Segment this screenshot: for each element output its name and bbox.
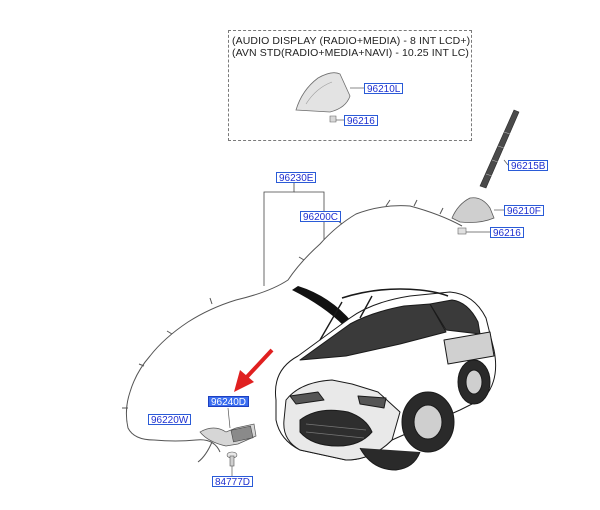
antenna-amplifier xyxy=(199,407,257,447)
part-label-96210F[interactable]: 96210F xyxy=(504,205,544,217)
leader-96230E xyxy=(263,182,325,286)
note-avn-std: (AVN STD(RADIO+MEDIA+NAVI) - 10.25 INT L… xyxy=(232,47,469,59)
part-label-96216-mid[interactable]: 96216 xyxy=(490,227,524,239)
screw-top xyxy=(329,115,344,123)
part-label-96200C[interactable]: 96200C xyxy=(300,211,342,223)
red-arrow xyxy=(234,348,274,392)
antenna-cable xyxy=(122,199,463,463)
part-label-96240D[interactable]: 96240D xyxy=(208,396,250,408)
shark-fin-antenna-mid xyxy=(451,197,504,223)
note-audio-display: (AUDIO DISPLAY (RADIO+MEDIA) - 8 INT LCD… xyxy=(232,35,471,47)
part-label-96220W[interactable]: 96220W xyxy=(148,414,192,426)
connector-mid xyxy=(457,227,490,235)
variant-note-box xyxy=(228,30,472,141)
part-label-84777D[interactable]: 84777D xyxy=(212,476,254,488)
shark-fin-antenna-top xyxy=(295,72,364,113)
rod-antenna xyxy=(479,109,520,189)
suv-vehicle xyxy=(274,288,497,471)
callout-wedge xyxy=(292,286,352,326)
part-label-96216-top[interactable]: 96216 xyxy=(344,115,378,127)
part-label-96210L[interactable]: 96210L xyxy=(364,83,404,95)
part-label-96215B[interactable]: 96215B xyxy=(508,160,549,172)
bolt xyxy=(226,451,238,476)
part-label-96230E[interactable]: 96230E xyxy=(276,172,317,184)
